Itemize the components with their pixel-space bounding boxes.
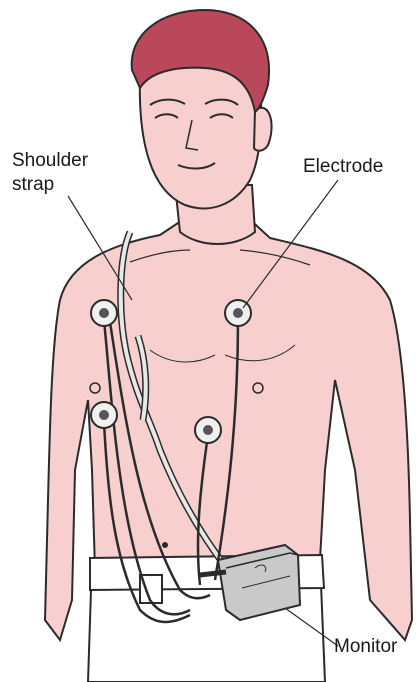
electrode-lower-left [91,402,117,428]
electrode-upper-right [225,300,251,326]
navel [162,542,168,548]
electrode-lower-right [195,417,221,443]
label-electrode: Electrode [303,156,383,178]
label-monitor: Monitor [334,636,397,658]
label-shoulder-strap-line2: strap [12,174,54,196]
label-shoulder-strap-line1: Shoulder [12,150,88,172]
ear [254,108,272,151]
electrode-upper-left [91,300,117,326]
